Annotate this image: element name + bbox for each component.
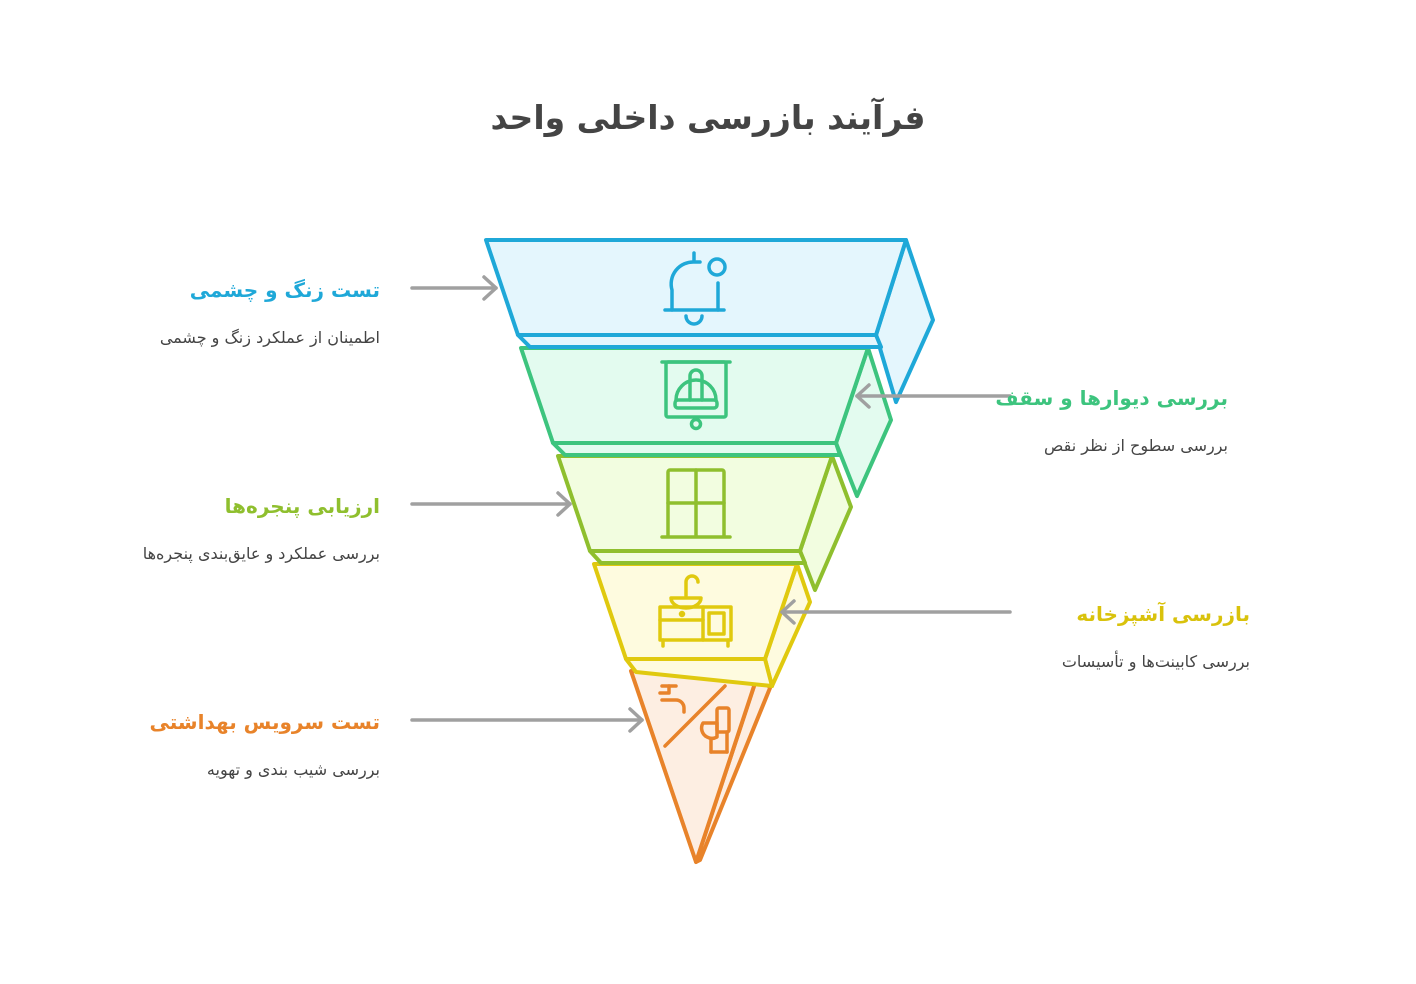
window-icon (660, 468, 732, 539)
hardhat-board-icon (660, 360, 732, 431)
kitchen-sink-cabinet-icon (658, 574, 733, 648)
funnel-layer-2 (519, 346, 893, 498)
connector-arrow-2 (855, 383, 1012, 409)
step-1-heading: تست زنگ و چشمی (189, 278, 380, 302)
step-4-heading: بازرسی آشپزخانه (1076, 602, 1250, 626)
funnel-layer-5 (629, 669, 772, 864)
faucet-toilet-icon (658, 684, 731, 754)
step-2-heading: بررسی دیوارها و سقف (995, 386, 1228, 410)
funnel-layer-1 (484, 238, 935, 404)
step-3-label: ارزیابی پنجره‌ها بررسی عملکرد و عایق‌بند… (143, 492, 380, 566)
connector-arrow-5 (410, 707, 644, 733)
step-5-label: تست سرویس بهداشتی بررسی شیب بندی و تهویه (150, 708, 380, 782)
connector-arrow-4 (780, 599, 1012, 625)
connector-arrow-3 (410, 491, 572, 517)
step-5-heading: تست سرویس بهداشتی (149, 710, 380, 734)
step-1-description: اطمینان از عملکرد زنگ و چشمی (159, 328, 380, 347)
step-5-description: بررسی شیب بندی و تهویه (206, 760, 380, 779)
step-3-description: بررسی عملکرد و عایق‌بندی پنجره‌ها (142, 544, 380, 563)
diagram-title: فرآیند بازرسی داخلی واحد (490, 98, 926, 137)
step-4-label: بازرسی آشپزخانه بررسی کابینت‌ها و تأسیسا… (1062, 600, 1250, 674)
step-2-label: بررسی دیوارها و سقف بررسی سطوح از نظر نق… (995, 384, 1228, 458)
funnel-layer-4 (592, 562, 812, 688)
step-3-heading: ارزیابی پنجره‌ها (224, 494, 380, 518)
step-4-description: بررسی کابینت‌ها و تأسیسات (1061, 652, 1250, 671)
connector-arrow-1 (410, 275, 498, 301)
bell-notification-icon (663, 251, 727, 326)
step-2-description: بررسی سطوح از نظر نقص (1044, 436, 1228, 455)
step-1-label: تست زنگ و چشمی اطمینان از عملکرد زنگ و چ… (160, 276, 380, 350)
